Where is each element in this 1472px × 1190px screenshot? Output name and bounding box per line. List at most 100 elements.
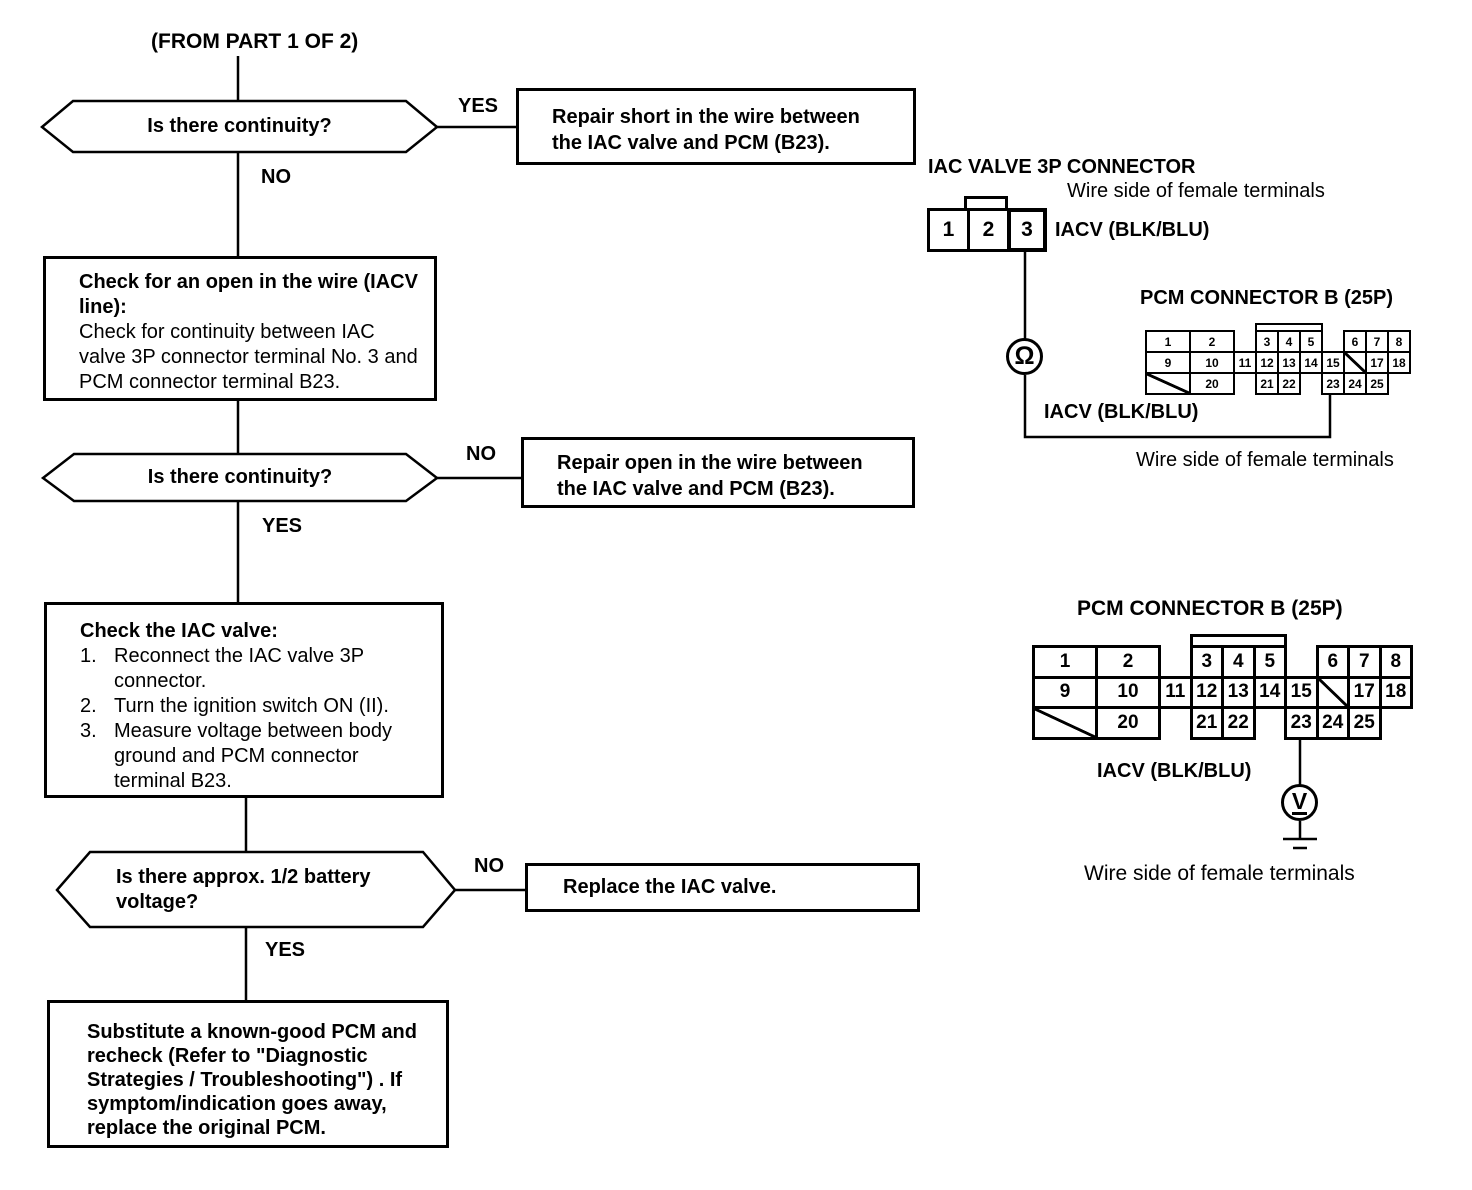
pin-24-cell: 24 (1343, 372, 1367, 395)
pin-23-cell: 23 (1321, 372, 1345, 395)
step-number: 3. (80, 720, 97, 742)
pin-8-cell: 8 (1378, 645, 1413, 679)
step-number: 2. (80, 695, 97, 717)
decision-2-no-label: NO (466, 443, 496, 465)
pin-21-cell: 21 (1255, 372, 1279, 395)
step-text: Measure voltage between body ground and … (114, 720, 392, 792)
pin-5-cell: 5 (1252, 645, 1287, 679)
check-open-body: Check for continuity between IAC valve 3… (79, 321, 418, 393)
iac3p-subtitle: Wire side of female terminals (1067, 180, 1325, 202)
pin-25-cell: 25 (1365, 372, 1389, 395)
pin-4-cell: 4 (1221, 645, 1256, 679)
pin-7-cell: 7 (1365, 330, 1389, 353)
blank-pin-cell (1145, 372, 1191, 395)
decision-3-hexagon (55, 850, 457, 929)
step-text: Turn the ignition switch ON (II). (114, 695, 389, 717)
pin-9-cell: 9 (1032, 675, 1098, 709)
ohmmeter-icon: Ω (1006, 338, 1043, 375)
pin-22-cell: 22 (1221, 706, 1256, 740)
wire-ohmmeter-to-pcm-b23 (1023, 375, 1332, 439)
decision-1-yes-label: YES (458, 95, 499, 117)
pin-2-cell: 2 (1189, 330, 1235, 353)
voltmeter-icon: V (1281, 784, 1318, 821)
pin-20-cell: 20 (1095, 706, 1161, 740)
pcm-bottom-wire-label: IACV (BLK/BLU) (1097, 760, 1252, 782)
decision-1-text: Is there continuity? (147, 115, 332, 137)
replace-valve-box: Replace the IAC valve. (525, 863, 920, 912)
pin-11-cell: 11 (1158, 675, 1193, 709)
iac3p-title: IAC VALVE 3P CONNECTOR (928, 156, 1196, 178)
pin-1-cell: 1 (1032, 645, 1098, 679)
pin-24-cell: 24 (1315, 706, 1350, 740)
pin-6-cell: 6 (1315, 645, 1350, 679)
pin-4-cell: 4 (1277, 330, 1301, 353)
check-valve-step: 2. Turn the ignition switch ON (II). (80, 694, 429, 719)
pin-7-cell: 7 (1347, 645, 1382, 679)
ground-symbol (1283, 821, 1317, 850)
substitute-pcm-box: Substitute a known-good PCM and recheck … (47, 1000, 449, 1148)
pin-8-cell: 8 (1387, 330, 1411, 353)
pin-22-cell: 22 (1277, 372, 1301, 395)
pcm-bottom-footer: Wire side of female terminals (1084, 862, 1355, 885)
iac-valve-3p-connector: 1 2 3 (927, 196, 1047, 252)
decision-2-text: Is there continuity? (147, 466, 333, 488)
pin-13-cell: 13 (1277, 351, 1301, 374)
pin-13-cell: 13 (1221, 675, 1256, 709)
pin-17-cell: 17 (1347, 675, 1382, 709)
iac3p-wire-label: IACV (BLK/BLU) (1055, 219, 1210, 241)
repair-open-box: Repair open in the wire between the IAC … (521, 437, 915, 508)
pin-25-cell: 25 (1347, 706, 1382, 740)
pin-14-cell: 14 (1299, 351, 1323, 374)
check-valve-step: 3. Measure voltage between body ground a… (80, 719, 429, 794)
blank-pin-cell (1032, 706, 1098, 740)
pin-2-cell: 2 (1095, 645, 1161, 679)
pin-20-cell: 20 (1189, 372, 1235, 395)
pin-3-cell: 3 (1255, 330, 1279, 353)
pin-2-cell: 2 (967, 208, 1010, 252)
pin-3-cell: 3 (1189, 645, 1224, 679)
decision-3-no-label: NO (474, 855, 504, 877)
pin-15-cell: 15 (1321, 351, 1345, 374)
volt-symbol: V (1291, 788, 1308, 815)
check-valve-title: Check the IAC valve: (80, 620, 278, 642)
decision-3-yes-label: YES (265, 939, 306, 961)
check-valve-box: Check the IAC valve: 1. Reconnect the IA… (44, 602, 444, 798)
pin-14-cell: 14 (1252, 675, 1287, 709)
pin-12-cell: 12 (1189, 675, 1224, 709)
pin-17-cell: 17 (1365, 351, 1389, 374)
pcm-top-footer: Wire side of female terminals (1136, 449, 1394, 471)
decision-2-hexagon (40, 452, 440, 503)
from-part-label: (FROM PART 1 OF 2) (151, 30, 359, 53)
pin-18-cell: 18 (1387, 351, 1411, 374)
pin-12-cell: 12 (1255, 351, 1279, 374)
pin-10-cell: 10 (1095, 675, 1161, 709)
step-number: 1. (80, 645, 97, 667)
pin-1-cell: 1 (1145, 330, 1191, 353)
blank-pin-cell (1343, 351, 1367, 374)
decision-1-hexagon (40, 99, 439, 154)
check-open-box: Check for an open in the wire (IACV line… (43, 256, 437, 401)
pin-3-cell: 3 (1007, 208, 1047, 252)
blank-pin-cell (1315, 675, 1350, 709)
pin-18-cell: 18 (1378, 675, 1413, 709)
pcm-bottom-title: PCM CONNECTOR B (25P) (1077, 597, 1343, 620)
pcm-top-wire-label: IACV (BLK/BLU) (1044, 401, 1199, 423)
pcm-top-title: PCM CONNECTOR B (25P) (1140, 287, 1393, 309)
pin-10-cell: 10 (1189, 351, 1235, 374)
ohm-symbol: Ω (1014, 342, 1035, 370)
pin-9-cell: 9 (1145, 351, 1191, 374)
decision-1-no-label: NO (261, 166, 291, 188)
pin-1-cell: 1 (927, 208, 970, 252)
pin-5-cell: 5 (1299, 330, 1323, 353)
check-valve-step: 1. Reconnect the IAC valve 3P connector. (80, 644, 429, 694)
pin-11-cell: 11 (1233, 351, 1257, 374)
step-text: Reconnect the IAC valve 3P connector. (114, 645, 364, 692)
decision-3-text: Is there approx. 1/2 battery voltage? (116, 866, 371, 913)
decision-2-yes-label: YES (262, 515, 303, 537)
check-open-title: Check for an open in the wire (IACV line… (79, 271, 418, 318)
repair-short-box: Repair short in the wire between the IAC… (516, 88, 916, 165)
